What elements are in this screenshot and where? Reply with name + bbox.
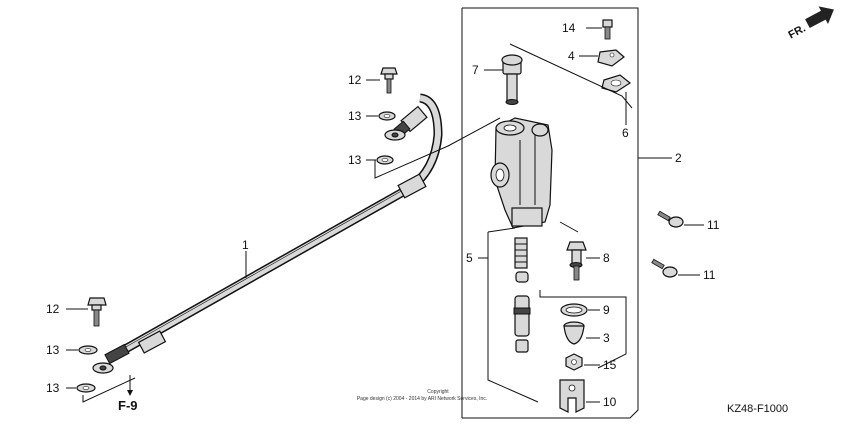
callout-2: 2 [675, 151, 682, 165]
callout-12-upper: 12 [348, 73, 362, 87]
banjo-upper [384, 129, 406, 141]
washer-13-b[interactable] [376, 155, 394, 165]
washer-13-c[interactable] [78, 345, 98, 355]
diagram-code: KZ48-F1000 [727, 403, 788, 415]
bolt-11-upper[interactable] [657, 210, 684, 228]
callout-1: 1 [242, 238, 249, 252]
copyright-line: Page design (c) 2004 - 2014 by ARI Netwo… [357, 396, 487, 402]
piston-kit-5[interactable] [513, 237, 531, 353]
callout-12-lower: 12 [46, 302, 60, 316]
reservoir-joint-7[interactable] [501, 54, 523, 105]
diaphragm-6[interactable] [601, 74, 632, 93]
banjo-lower [92, 362, 114, 374]
copyright-title: Copyright [427, 389, 449, 395]
bolt-12-upper[interactable] [380, 67, 398, 94]
hose-part-1[interactable] [104, 93, 443, 365]
callout-13-a: 13 [348, 109, 362, 123]
front-label: FR. [786, 23, 807, 42]
callout-15: 15 [603, 358, 617, 372]
callout-4: 4 [568, 49, 575, 63]
callout-3: 3 [603, 331, 610, 345]
ring-9[interactable] [560, 303, 588, 317]
washer-13-a[interactable] [378, 111, 396, 121]
master-cylinder-body[interactable] [490, 117, 553, 229]
callout-5: 5 [466, 251, 473, 265]
callout-10: 10 [603, 395, 617, 409]
callout-6: 6 [622, 126, 629, 140]
callout-11-lower: 11 [703, 268, 716, 282]
figure-reference[interactable]: F-9 [118, 398, 138, 413]
washer-13-d[interactable] [76, 383, 96, 393]
callout-7: 7 [472, 63, 479, 77]
clevis-10[interactable] [559, 379, 585, 413]
assembly-frame [461, 7, 672, 419]
callout-13-c: 13 [46, 343, 60, 357]
callout-14: 14 [562, 21, 576, 35]
front-arrow-icon [805, 6, 834, 29]
push-rod-8[interactable] [566, 241, 587, 281]
callout-13-d: 13 [46, 381, 60, 395]
callout-11-upper: 11 [707, 218, 720, 232]
callout-9: 9 [603, 303, 610, 317]
bolt-12-lower[interactable] [87, 297, 107, 327]
callout-8: 8 [603, 251, 610, 265]
callout-13-b: 13 [348, 153, 362, 167]
bolt-11-lower[interactable] [651, 258, 678, 278]
cap-4[interactable] [597, 49, 625, 67]
nut-15[interactable] [565, 353, 583, 371]
boot-3[interactable] [563, 321, 585, 345]
screw-14[interactable] [602, 19, 613, 40]
